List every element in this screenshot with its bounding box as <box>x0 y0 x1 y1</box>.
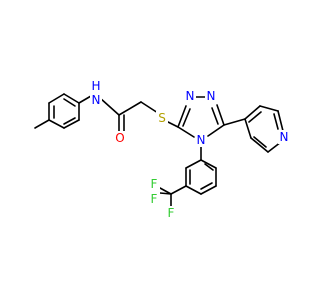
bond <box>177 105 187 128</box>
bond <box>216 104 225 126</box>
bond <box>63 119 80 129</box>
bond <box>185 159 202 169</box>
bond <box>244 118 252 139</box>
bond <box>99 97 120 116</box>
atom-nitrogen-triazole-2: N <box>207 89 216 103</box>
label-background <box>278 130 290 144</box>
bond <box>182 108 191 127</box>
atom-fluorine-3: F <box>168 206 175 220</box>
bond <box>273 113 279 130</box>
bond <box>159 187 172 195</box>
atom-fluorine-2: F <box>151 192 158 206</box>
bonds <box>34 93 284 207</box>
bond <box>259 105 279 112</box>
bond <box>244 105 261 120</box>
label-background <box>184 89 196 103</box>
bond <box>48 119 65 129</box>
bond <box>200 185 217 195</box>
label-background <box>148 177 160 191</box>
bond <box>253 136 267 148</box>
bond <box>185 185 202 195</box>
label-background <box>195 133 207 147</box>
atom-fluorine-1: F <box>151 177 158 191</box>
atom-nitrogen-triazole-4: N <box>197 133 206 147</box>
bond <box>200 159 217 169</box>
atom-oxygen: O <box>115 131 124 145</box>
atom-nitrogen-amide: N <box>92 93 101 107</box>
atom-sulfur: S <box>158 111 166 125</box>
atom-hydrogen-amide: H <box>91 79 100 93</box>
bond <box>63 93 80 104</box>
label-background <box>90 93 102 107</box>
bond <box>118 101 142 116</box>
label-background <box>156 111 168 125</box>
atom-nitrogen-pyridine: N <box>280 130 289 144</box>
bond <box>277 110 284 132</box>
label-background <box>165 206 177 220</box>
atom-labels: N H O S N N N N F F F <box>90 79 290 220</box>
bond <box>250 137 269 153</box>
atom-nh: N H <box>90 79 102 107</box>
bond <box>207 124 225 137</box>
bond <box>200 182 213 190</box>
bond <box>48 93 65 104</box>
label-background <box>148 192 160 206</box>
bond <box>223 118 246 126</box>
label-background <box>205 89 217 103</box>
bond <box>204 163 214 171</box>
bond <box>78 95 92 104</box>
atom-nitrogen-triazole-1: N <box>186 89 195 103</box>
bond <box>34 119 50 129</box>
bond <box>63 117 76 125</box>
bond <box>248 111 262 123</box>
bond <box>177 126 195 138</box>
bond <box>140 101 159 114</box>
label-background <box>90 79 102 93</box>
bond <box>63 98 76 107</box>
bond <box>170 185 187 195</box>
label-background <box>114 131 126 145</box>
molecule-structure-diagram: N H O S N N N N F F F <box>34 79 290 220</box>
bond <box>211 107 219 125</box>
